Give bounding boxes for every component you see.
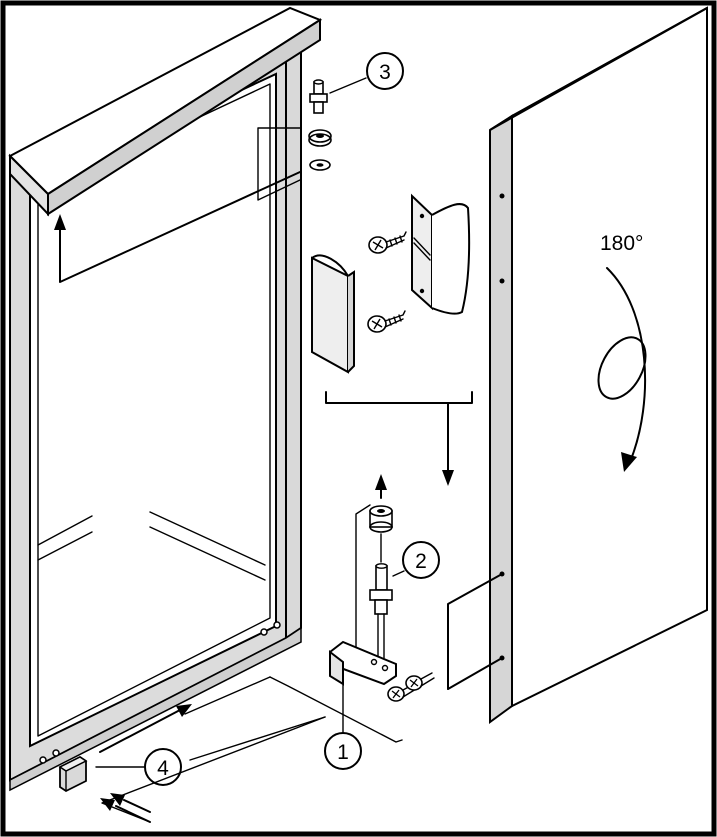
callout-1: 1 xyxy=(324,732,362,770)
handle-move-arrow xyxy=(325,391,473,486)
bracket-screws xyxy=(387,672,435,702)
cabinet xyxy=(8,6,323,792)
door: 180° xyxy=(489,6,708,724)
top-pin-move-arrow xyxy=(54,171,301,283)
callout-3-label: 3 xyxy=(379,61,391,84)
hole-plug xyxy=(58,755,146,793)
callout-2-label: 2 xyxy=(415,550,427,573)
top-hinge-pin-parts xyxy=(257,77,367,201)
bottom-move-arrows xyxy=(99,676,326,823)
callout-1-label: 1 xyxy=(337,741,349,764)
hinge-location-line xyxy=(269,676,403,743)
bottom-hinge-move-lines xyxy=(447,573,503,690)
callout-3: 3 xyxy=(366,52,404,90)
callout-4-label: 4 xyxy=(157,757,169,780)
hinge-bracket xyxy=(329,640,397,734)
bottom-hinge-pin-parts xyxy=(355,474,405,659)
handle-hardware xyxy=(311,193,471,374)
rotation-label: 180° xyxy=(600,232,643,255)
callout-2: 2 xyxy=(402,541,440,579)
